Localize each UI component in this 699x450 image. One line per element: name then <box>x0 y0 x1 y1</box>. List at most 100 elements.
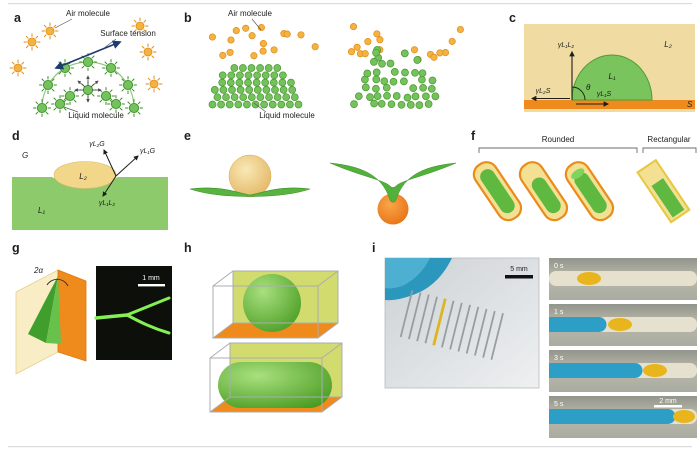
time-strip-2: 3 s <box>549 350 697 392</box>
liquid-dome-dots-left <box>208 64 303 109</box>
panel-c-letter: c <box>509 11 516 25</box>
gamma-l1g-label: γL₁G <box>140 148 156 155</box>
panel-d: d γL₂G γL₁G γL₁L₂ G L₂ L₁ <box>12 129 168 230</box>
strip-scale-bar <box>654 405 682 408</box>
liquid-l1-label: L₁ <box>38 206 45 215</box>
air-molecule-label: Air molecule <box>228 9 273 18</box>
yellow-plug <box>673 410 695 423</box>
yellow-plug <box>608 318 632 331</box>
liquid-molecule-icon <box>51 95 69 113</box>
photo-scale-bar <box>505 275 533 279</box>
gamma-l2g-label: γL₂G <box>89 141 105 148</box>
panel-f-letter: f <box>471 129 476 143</box>
pointer-line <box>54 18 73 29</box>
droplet-dome <box>571 54 653 101</box>
liquid-film-flat <box>189 187 311 197</box>
air-molecule-icon <box>139 43 157 61</box>
droplet-l2-label: L₂ <box>79 172 87 181</box>
liquid-molecule-icon <box>125 99 143 117</box>
liquid-molecule-icon <box>33 99 51 117</box>
box-with-sphere <box>212 270 339 339</box>
liquid-molecule-icon <box>119 76 137 94</box>
yellow-plug <box>643 364 667 377</box>
strip-scale-label: 2 mm <box>659 398 677 405</box>
droplet-sphere <box>243 274 301 332</box>
panel-g-letter: g <box>12 241 20 255</box>
evaporating-liquid-dots <box>370 46 422 66</box>
panel-h: h <box>184 241 343 413</box>
panel-e: e <box>184 129 457 225</box>
gamma-l2g-arrow <box>103 149 117 177</box>
pointer-line <box>253 102 267 113</box>
panel-i-letter: i <box>372 241 375 255</box>
blue-liquid <box>549 317 607 332</box>
channel <box>549 271 697 286</box>
timestamp: 0 s <box>554 263 564 270</box>
photo-scale-label: 5 mm <box>510 266 528 273</box>
air-molecule-icon <box>145 75 163 93</box>
gamma-l1l2-label: γL₁L₂ <box>558 42 574 49</box>
air-molecule-icon <box>9 59 27 77</box>
rounded-channel-3 <box>564 161 615 222</box>
gamma-l1l2-label: γL₁L₂ <box>99 200 115 207</box>
box-wireframe <box>212 270 339 339</box>
panel-f: f Rounded Rectangular <box>471 129 697 224</box>
panel-b-letter: b <box>184 11 192 25</box>
panel-g: g 2α 1 mm <box>12 241 172 375</box>
liquid-molecule-icon <box>102 59 120 77</box>
gamma-l1s-label: γL₁S <box>597 91 612 98</box>
gas-label: G <box>22 151 28 160</box>
corner-sheet-right <box>57 269 87 362</box>
liquid-molecule-icon <box>39 76 57 94</box>
scale-bar-label: 1 mm <box>142 275 160 282</box>
gamma-l1l2-arrow <box>102 175 117 197</box>
gamma-l2s-label: γL₂S <box>536 88 551 95</box>
liquid-dome-dots-right <box>350 59 440 109</box>
scale-bar <box>138 284 165 287</box>
surface-tension-arrow <box>54 40 122 70</box>
panel-i: i 5 mm 0 s 1 s <box>372 241 697 438</box>
rounded-channel-1 <box>472 161 523 222</box>
ball-on-film <box>228 154 272 198</box>
yellow-plug <box>577 272 601 285</box>
wedge-angle-arc <box>46 278 69 287</box>
contact-angle-label: θ <box>586 83 591 92</box>
time-strip-0: 0 s <box>549 258 697 300</box>
cohesion-arrows <box>74 75 102 103</box>
liquid-molecule-label: Liquid molecule <box>68 111 124 120</box>
panel-h-letter: h <box>184 241 192 255</box>
liquid-molecule-icon <box>107 95 125 113</box>
pointer-line <box>251 18 262 31</box>
timestamp: 1 s <box>554 309 564 316</box>
air-molecule-icon <box>41 22 59 40</box>
contact-angle-arc <box>571 86 586 101</box>
panel-e-letter: e <box>184 129 191 143</box>
surface-tension-label: Surface tension <box>100 29 156 38</box>
channel-branch-upper <box>125 296 171 317</box>
liquid-wedge-face-2 <box>46 276 61 344</box>
air-molecule-dots-right <box>347 23 464 64</box>
ball-under-film <box>377 193 409 225</box>
box-with-capsule <box>209 342 343 413</box>
figure-top-rule <box>8 3 692 5</box>
pointer-line <box>103 38 117 49</box>
rectangular-channel <box>636 158 691 224</box>
panel-a-letter: a <box>14 11 22 25</box>
pointer-line <box>63 106 79 113</box>
channel-comb <box>399 290 504 360</box>
liquid-molecule-label: Liquid molecule <box>259 111 315 120</box>
rounded-bracket <box>478 147 638 153</box>
rectangular-bracket <box>642 147 697 153</box>
yellow-filled-channel <box>432 298 447 346</box>
air-molecule-label: Air molecule <box>66 9 111 18</box>
substrate-bar <box>524 100 695 109</box>
blue-liquid <box>549 363 643 378</box>
panel-a: a <box>9 9 163 120</box>
panel-c: c γL₁L₂ γL₂S γL₁S L₂ L₁ θ S <box>509 11 695 112</box>
time-strip-1: 1 s <box>549 304 697 346</box>
timestamp: 3 s <box>554 355 564 362</box>
figure-bottom-rule <box>8 446 692 448</box>
liquid-molecule-icon <box>79 53 97 71</box>
